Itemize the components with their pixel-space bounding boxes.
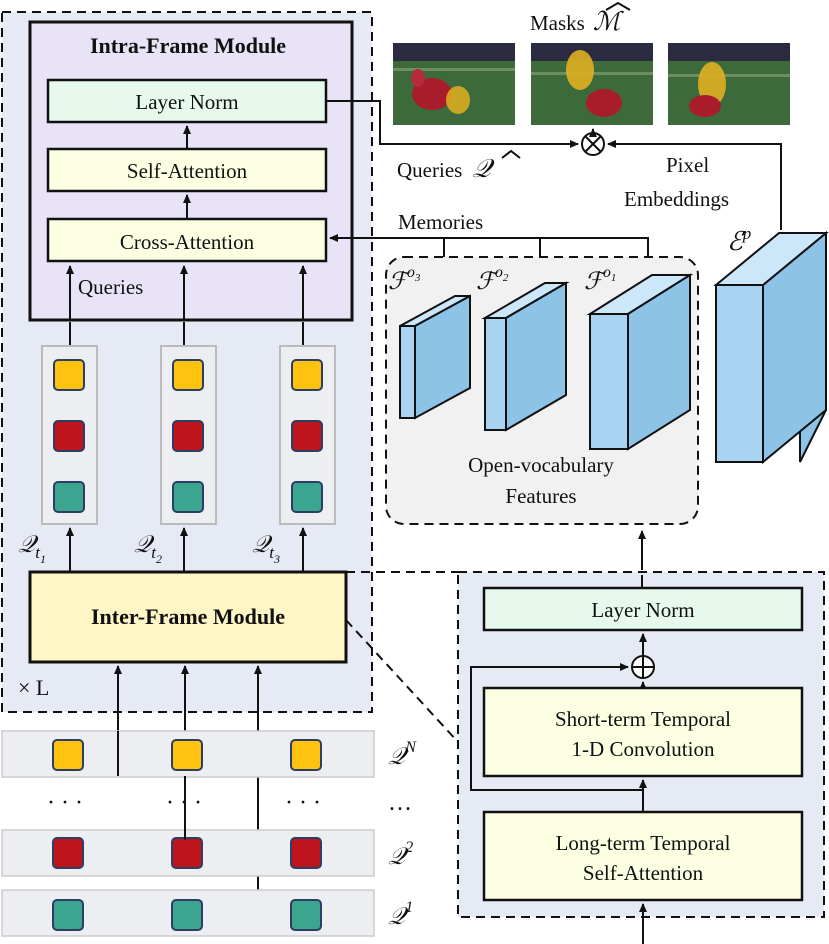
frame-query-label-2: 𝒬t2 [134, 532, 162, 566]
matrix-product-icon [581, 132, 605, 156]
query-row-label-n: 𝒬N [388, 739, 417, 770]
query-token-yellow [172, 359, 204, 391]
query-token-red [172, 420, 204, 452]
mask-image-2 [531, 43, 653, 125]
short-term-label-line1: Short-term Temporal [555, 707, 731, 731]
residual-add-icon [631, 655, 655, 679]
frame-query-column-3 [279, 345, 336, 525]
pixel-label-line1: Pixel [666, 153, 709, 177]
cross-attention-label: Cross-Attention [120, 230, 255, 254]
memories-label: Memories [398, 210, 483, 234]
intra-frame-module: Intra-Frame Module Layer Norm Self-Atten… [28, 20, 354, 322]
query-row-1 [1, 889, 375, 937]
query-row-2 [1, 829, 375, 877]
query-row-label-1: 𝒬1 [388, 899, 413, 930]
feature-label-o2: ℱo2 [476, 264, 509, 295]
query-token-teal [291, 481, 323, 513]
query-token-yellow [291, 359, 323, 391]
self-attention-label: Self-Attention [127, 159, 248, 183]
frame-query-column-2 [160, 345, 217, 525]
intra-frame-title: Intra-Frame Module [90, 33, 286, 58]
cross-attention-box [46, 217, 328, 263]
intra-layer-norm-label: Layer Norm [135, 90, 238, 114]
short-term-conv-box [482, 686, 804, 778]
feature-block-o1 [586, 273, 694, 451]
long-term-label-line1: Long-term Temporal [556, 831, 731, 855]
query-token-teal [53, 481, 85, 513]
open-vocab-label-line2: Features [505, 484, 576, 508]
ellipsis-2: · · · [166, 790, 202, 816]
long-term-attn-box [482, 810, 804, 902]
frame-query-label-1: 𝒬t1 [18, 532, 46, 566]
frame-query-column-1 [41, 345, 98, 525]
inter-frame-module [28, 570, 348, 664]
query-row-label-ellipsis: … [388, 790, 412, 816]
query-row-label-2: 𝒬2 [388, 839, 413, 870]
query-row-n [1, 730, 375, 778]
frame-query-label-3: 𝒬t3 [252, 532, 280, 566]
mask-image-1 [393, 43, 515, 125]
mask-image-3 [668, 43, 790, 125]
query-token-red [291, 420, 323, 452]
ellipsis-1: · · · [47, 790, 83, 816]
detail-layer-norm-label: Layer Norm [591, 598, 694, 622]
feature-block-o2 [481, 281, 570, 432]
layer-repeat-label: × L [18, 675, 49, 700]
feature-block-o3 [399, 294, 471, 420]
pixel-label-line2: Embeddings [624, 187, 729, 211]
inter-frame-title: Inter-Frame Module [91, 604, 285, 629]
long-term-label-line2: Self-Attention [583, 861, 704, 885]
ellipsis-3: · · · [285, 790, 321, 816]
query-token-yellow [53, 359, 85, 391]
intra-queries-label: Queries [78, 275, 143, 299]
open-vocab-label-line1: Open-vocabulary [468, 453, 614, 477]
intra-layer-norm-box [46, 78, 328, 124]
feature-label-o3: ℱo3 [388, 264, 421, 295]
detail-layer-norm-box [482, 586, 804, 632]
query-token-teal [172, 481, 204, 513]
short-term-label-line2: 1-D Convolution [572, 737, 715, 761]
pixel-embeddings-symbol: ℰp [727, 224, 751, 256]
pixel-embeddings-block [713, 230, 829, 465]
feature-label-o1: ℱo1 [584, 264, 616, 295]
query-token-red [53, 420, 85, 452]
